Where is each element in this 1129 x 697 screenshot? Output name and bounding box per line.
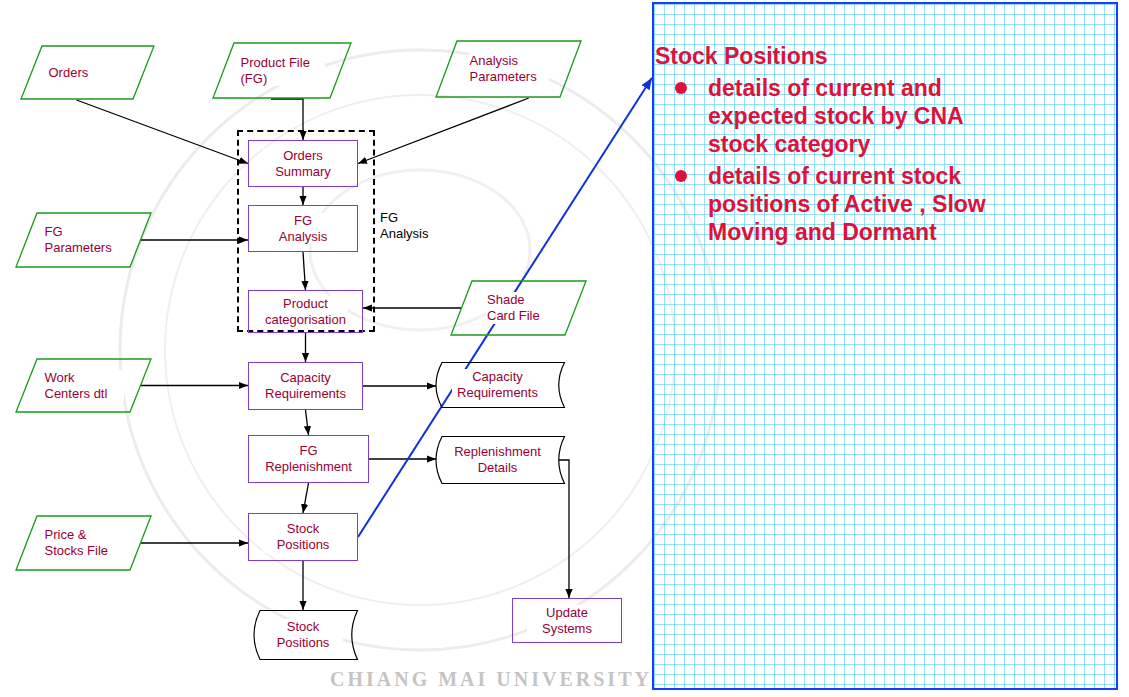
process-box: Update Systems	[512, 598, 622, 643]
process-box: Stock Positions	[248, 513, 358, 561]
node-label: Price & Stocks File	[44, 527, 124, 559]
flow-arrow	[271, 99, 303, 140]
bullet-text: details of current stock positions of Ac…	[707, 162, 1009, 246]
node-label: Stock Positions	[263, 521, 343, 553]
node-label: Update Systems	[527, 605, 607, 637]
flow-arrow	[141, 542, 248, 543]
text-group: Capacity Requirements	[452, 369, 544, 401]
data-store: Replenishment Details	[430, 436, 565, 484]
text-group: FG Analysis	[379, 210, 439, 242]
store-outline	[436, 363, 565, 408]
grid-background	[654, 4, 1116, 688]
node-label: FG Replenishment	[263, 443, 354, 475]
process-box: FG Replenishment	[248, 435, 369, 483]
data-parallelogram: Analysis Parameters	[435, 40, 582, 98]
node-label: Capacity Requirements	[263, 370, 348, 402]
panel-title: Stock Positions	[654, 42, 829, 70]
flow-arrow	[363, 385, 436, 386]
watermark-text: CHIANG MAI UNIVERSITY	[330, 668, 652, 691]
store-outline	[254, 611, 358, 660]
process-box: Product categorisation	[248, 290, 363, 333]
flow-arrow	[305, 333, 306, 362]
text-group: Capacity Requirements	[263, 370, 348, 402]
node-label: Work Centers dtl	[44, 370, 124, 402]
text-group: Product File (FG)	[240, 55, 325, 87]
text-group: Product categorisation	[263, 296, 348, 328]
node-label: FG Parameters	[44, 224, 124, 256]
flow-arrow	[302, 187, 303, 205]
node-label: Product categorisation	[263, 296, 348, 328]
data-parallelogram: Orders	[20, 45, 155, 100]
node-label: Analysis Parameters	[469, 53, 549, 85]
parallelogram-outline	[213, 43, 351, 98]
text-group: Analysis Parameters	[469, 53, 549, 85]
node-label: Shade Card File	[486, 292, 551, 324]
bullet-dot	[675, 82, 687, 94]
data-parallelogram: Product File (FG)	[212, 42, 352, 99]
node-label: Orders	[48, 65, 90, 81]
text-group: Price & Stocks File	[44, 527, 124, 559]
node-label: Orders Summary	[263, 148, 343, 180]
data-parallelogram: Work Centers dtl	[15, 358, 152, 413]
data-parallelogram: Shade Card File	[450, 280, 587, 336]
process-box: FG Analysis	[248, 205, 358, 252]
parallelogram-outline	[16, 516, 151, 570]
flow-arrow	[303, 252, 306, 290]
text-group: Work Centers dtl	[44, 370, 124, 402]
text-group: Orders Summary	[263, 148, 343, 180]
node-label: Stock Positions	[263, 619, 343, 651]
flow-arrow	[358, 98, 529, 164]
text-group: Stock Positions details of current and ex…	[654, 42, 1094, 246]
parallelogram-outline	[16, 213, 151, 267]
flow-arrow	[306, 410, 309, 435]
text-group: Shade Card File	[486, 292, 551, 324]
flow-arrow	[358, 78, 652, 537]
parallelogram-outline	[451, 281, 586, 335]
text-group: Orders	[48, 65, 128, 81]
flow-arrow	[141, 239, 248, 240]
group-box: FG AnalysisOrders SummaryFG AnalysisProd…	[237, 130, 375, 332]
flow-arrow	[77, 100, 249, 164]
parallelogram-outline	[436, 41, 581, 97]
text-group: Stock Positions	[263, 521, 343, 553]
info-panel: Stock Positions details of current and ex…	[652, 2, 1118, 690]
node-label: Capacity Requirements	[452, 369, 544, 401]
flow-arrow	[363, 307, 461, 308]
flow-arrow	[369, 458, 436, 459]
flow-arrow	[302, 561, 303, 610]
flow-arrow	[141, 385, 248, 386]
parallelogram-outline	[21, 46, 154, 99]
process-box: Capacity Requirements	[248, 362, 363, 410]
flow-arrow	[559, 460, 569, 598]
bullet-text: details of current and expected stock by…	[707, 74, 1009, 158]
data-parallelogram: FG Parameters	[15, 212, 152, 268]
text-group: Stock Positions	[263, 619, 343, 651]
text-group: Update Systems	[527, 605, 607, 637]
text-group: FG Parameters	[44, 224, 124, 256]
data-store: Capacity Requirements	[430, 362, 565, 408]
node-label: Replenishment Details	[450, 444, 545, 476]
node-label: Product File (FG)	[240, 55, 325, 87]
text-group: FG Replenishment	[263, 443, 354, 475]
store-outline	[436, 437, 565, 484]
bullet-dot	[675, 170, 687, 182]
watermark-ring	[120, 50, 720, 650]
text-group: FG Analysis	[273, 213, 333, 245]
flow-arrow	[303, 483, 309, 513]
data-parallelogram: Price & Stocks File	[15, 515, 152, 571]
text-group: Replenishment Details	[450, 444, 545, 476]
watermark-ring	[165, 95, 675, 605]
node-label: FG Analysis	[273, 213, 333, 245]
group-label: FG Analysis	[379, 210, 439, 242]
parallelogram-outline	[16, 359, 151, 412]
process-box: Orders Summary	[248, 140, 358, 187]
data-store: Stock Positions	[248, 610, 358, 660]
